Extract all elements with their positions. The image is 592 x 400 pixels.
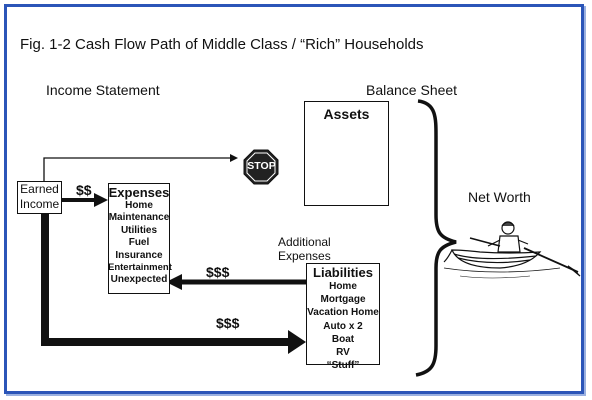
arrowhead-income-to-liabilities: [288, 330, 306, 354]
liability-item: “Stuff”: [326, 360, 360, 372]
arrow-income-to-liabilities: [41, 212, 290, 346]
expense-item: Home: [125, 200, 153, 211]
expenses-column: Expenses Home Maintenance Utilities Fuel…: [108, 185, 172, 287]
balance-sheet-label: Balance Sheet: [366, 82, 458, 98]
stop-sign-icon: [243, 149, 279, 185]
additional-expenses-line-1: Additional: [278, 235, 331, 249]
liability-item: Home Mortgage: [320, 281, 366, 306]
earned-income-line-2: Income: [19, 197, 60, 211]
additional-expenses-label: Additional Expenses: [278, 235, 331, 263]
arrowhead-liabilities-to-expenses: [166, 274, 182, 290]
liabilities-header: Liabilities: [313, 265, 373, 280]
liability-item: Boat: [331, 333, 355, 345]
liability-item: RV: [336, 347, 350, 359]
flow-label-liabilities-to-expenses: $$$: [206, 264, 230, 280]
liability-item: Vacation Home: [307, 307, 379, 319]
assets-box: [304, 101, 389, 206]
flow-label-income-to-expenses: $$: [76, 182, 92, 198]
additional-expenses-line-2: Expenses: [278, 249, 331, 263]
earned-income-label: Earned Income: [17, 182, 62, 212]
flow-label-income-to-liabilities: $$$: [216, 315, 240, 331]
earned-income-box: [17, 181, 62, 214]
assets-column: Assets: [304, 106, 389, 122]
expenses-box: [108, 183, 170, 294]
rowboat-icon: [443, 221, 581, 279]
assets-header: Assets: [323, 106, 370, 122]
income-statement-label: Income Statement: [46, 82, 160, 98]
liabilities-column: Liabilities Home Mortgage Vacation Home …: [306, 265, 380, 372]
arrowhead-income-to-expenses: [94, 193, 108, 207]
expense-item: Entertainment: [108, 262, 172, 274]
expense-item: Unexpected: [110, 274, 168, 286]
liability-item: Auto x 2: [323, 320, 363, 332]
expense-item: Utilities: [120, 224, 158, 236]
liabilities-box: [306, 263, 380, 365]
expense-item: Fuel: [128, 237, 150, 249]
stop-sign-label: STOP: [247, 160, 276, 172]
net-worth-label: Net Worth: [468, 189, 531, 205]
expenses-header: Expenses: [108, 185, 170, 200]
earned-income-line-1: Earned: [20, 182, 59, 196]
expense-item: Maintenance: [108, 212, 170, 224]
expense-item: Insurance: [115, 249, 163, 261]
figure-title: Fig. 1-2 Cash Flow Path of Middle Class …: [20, 36, 424, 53]
balance-sheet-brace: [415, 99, 457, 377]
arrow-income-to-stop: [43, 154, 238, 181]
